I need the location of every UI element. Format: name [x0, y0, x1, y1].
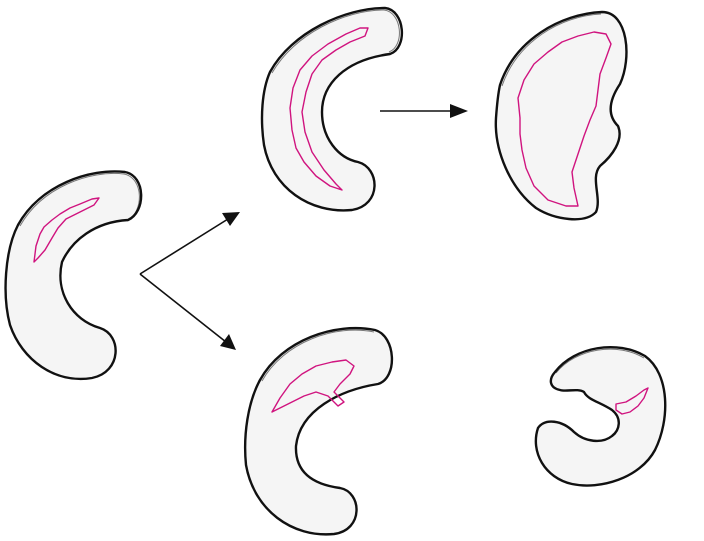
arrow-to-upper-branch: [139, 212, 240, 275]
lower-right-curled-outline: [534, 345, 667, 487]
upper-middle-c-outline-shadow: [271, 9, 400, 74]
initial-c-outline-shadow: [19, 172, 140, 227]
arrow-to-right-head: [450, 104, 468, 118]
lower-middle-c-shape: [243, 326, 394, 536]
arrow-to-lower-branch-head: [220, 334, 236, 350]
lower-right-curled-cavity: [615, 387, 649, 415]
arrow-to-upper-branch-head: [222, 212, 240, 226]
upper-right-bean-outline: [494, 10, 628, 221]
arrow-to-right: [380, 104, 468, 118]
lower-right-curled-outline-shadow: [555, 348, 645, 374]
initial-c-cavity: [33, 197, 100, 263]
lower-right-curled-shape: [534, 345, 667, 487]
arrow-to-lower-branch: [139, 273, 236, 350]
upper-right-bean-shape: [494, 10, 628, 221]
upper-middle-c-shape: [260, 6, 404, 212]
upper-middle-c-cavity: [289, 27, 369, 191]
upper-right-bean-outline-shadow: [501, 13, 602, 87]
upper-right-bean-cavity: [517, 31, 612, 207]
initial-c-shape: [4, 170, 143, 381]
upper-middle-c-outline: [260, 6, 404, 212]
arrow-to-lower-branch-line: [139, 273, 227, 343]
lower-middle-c-outline-shadow: [261, 329, 375, 382]
lower-middle-c-outline: [243, 326, 394, 536]
lower-middle-c-cavity: [271, 359, 355, 413]
arrow-to-upper-branch-line: [139, 218, 229, 275]
initial-c-outline: [4, 170, 143, 381]
